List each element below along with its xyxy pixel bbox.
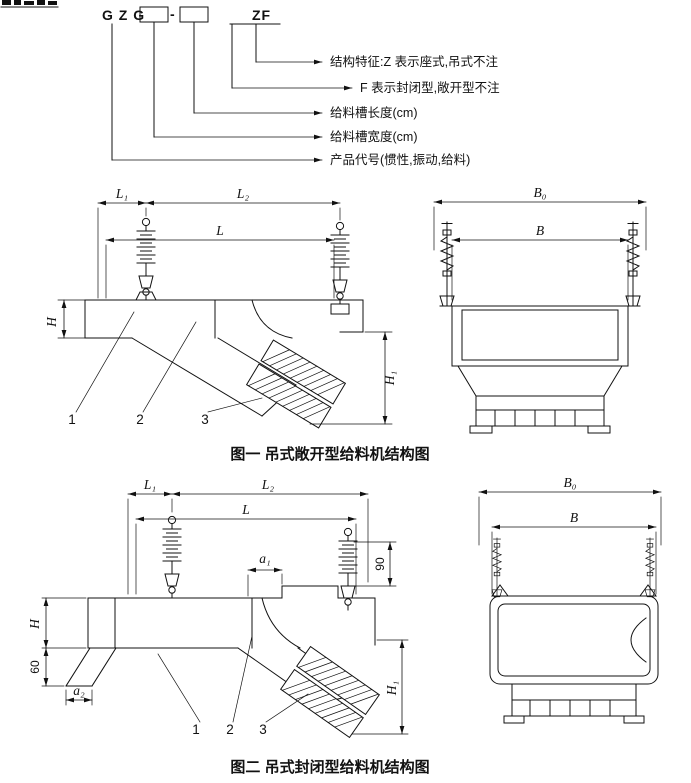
figure1-side-view: L₁ L₂ L H [44, 186, 397, 429]
part-label-1-fig2: 1 [192, 722, 200, 737]
dim-label-h1-fig2: H₁ [384, 681, 399, 696]
dim-label-h-fig2: H [27, 618, 42, 630]
dim-label-l-fig1: L [215, 223, 224, 238]
dim-label-h-fig1: H [44, 316, 59, 328]
suspension-bolt-left-fig2 [491, 537, 503, 598]
suspension-spring-left-fig1 [136, 217, 156, 301]
dim-label-h1-fig1: H₁ [382, 371, 397, 386]
vibrator-motor-fig2 [279, 645, 381, 739]
figure2-caption: 图二 吊式封闭型给料机结构图 [230, 758, 429, 776]
vibrator-motor-fig1 [245, 339, 347, 429]
callout-structure-feature: 结构特征:Z 表示座式,吊式不注 [330, 54, 499, 69]
dim-label-60-fig2: 60 [28, 660, 42, 674]
dim-label-l1-fig2: L₁ [143, 477, 156, 492]
suspension-spring-left-fig2 [162, 515, 182, 599]
model-prefix: G Z G [102, 7, 145, 23]
dim-label-b0-fig1: B₀ [534, 185, 547, 200]
model-code-section: G Z G - ZF 结构特征:Z 表示座式,吊式不注 F 表示封闭型,敞开型不… [102, 6, 500, 167]
model-dash: - [170, 6, 176, 22]
figure1-end-view: B₀ B [433, 185, 647, 434]
dim-label-b0-fig2: B₀ [564, 475, 577, 490]
callout-product-code: 产品代号(惯性,振动,给料) [330, 152, 470, 167]
part-label-1-fig1: 1 [68, 412, 76, 427]
model-box-length [179, 6, 209, 23]
dim-label-a1-fig2: a₁ [259, 551, 270, 566]
dim-label-l-fig2: L [241, 502, 250, 517]
part-label-3-fig2: 3 [259, 722, 267, 737]
dim-label-l1-fig1: L₁ [115, 186, 128, 201]
dim-label-b-fig1: B [536, 223, 544, 238]
dim-label-l2-fig1: L₂ [236, 186, 250, 201]
part-label-3-fig1: 3 [201, 412, 209, 427]
dim-label-a2-fig2: a₂ [73, 683, 85, 698]
figure2-side-view: L₁ L₂ L [27, 477, 409, 739]
dim-label-90-fig2: 90 [373, 557, 387, 571]
callout-trough-width: 给料槽宽度(cm) [330, 129, 418, 144]
callout-trough-length: 给料槽长度(cm) [330, 105, 418, 120]
figure1-caption: 图一 吊式敞开型给料机结构图 [230, 445, 429, 463]
callout-enclosure-type: F 表示封闭型,敞开型不注 [360, 80, 500, 95]
model-suffix: ZF [252, 7, 271, 23]
dim-label-l2-fig2: L₂ [261, 477, 275, 492]
dim-label-b-fig2: B [570, 510, 578, 525]
figure2-end-view: B₀ B [478, 475, 662, 724]
part-label-2-fig1: 2 [136, 412, 144, 427]
part-label-2-fig2: 2 [226, 722, 234, 737]
clipped-text-artifact [0, 0, 59, 8]
